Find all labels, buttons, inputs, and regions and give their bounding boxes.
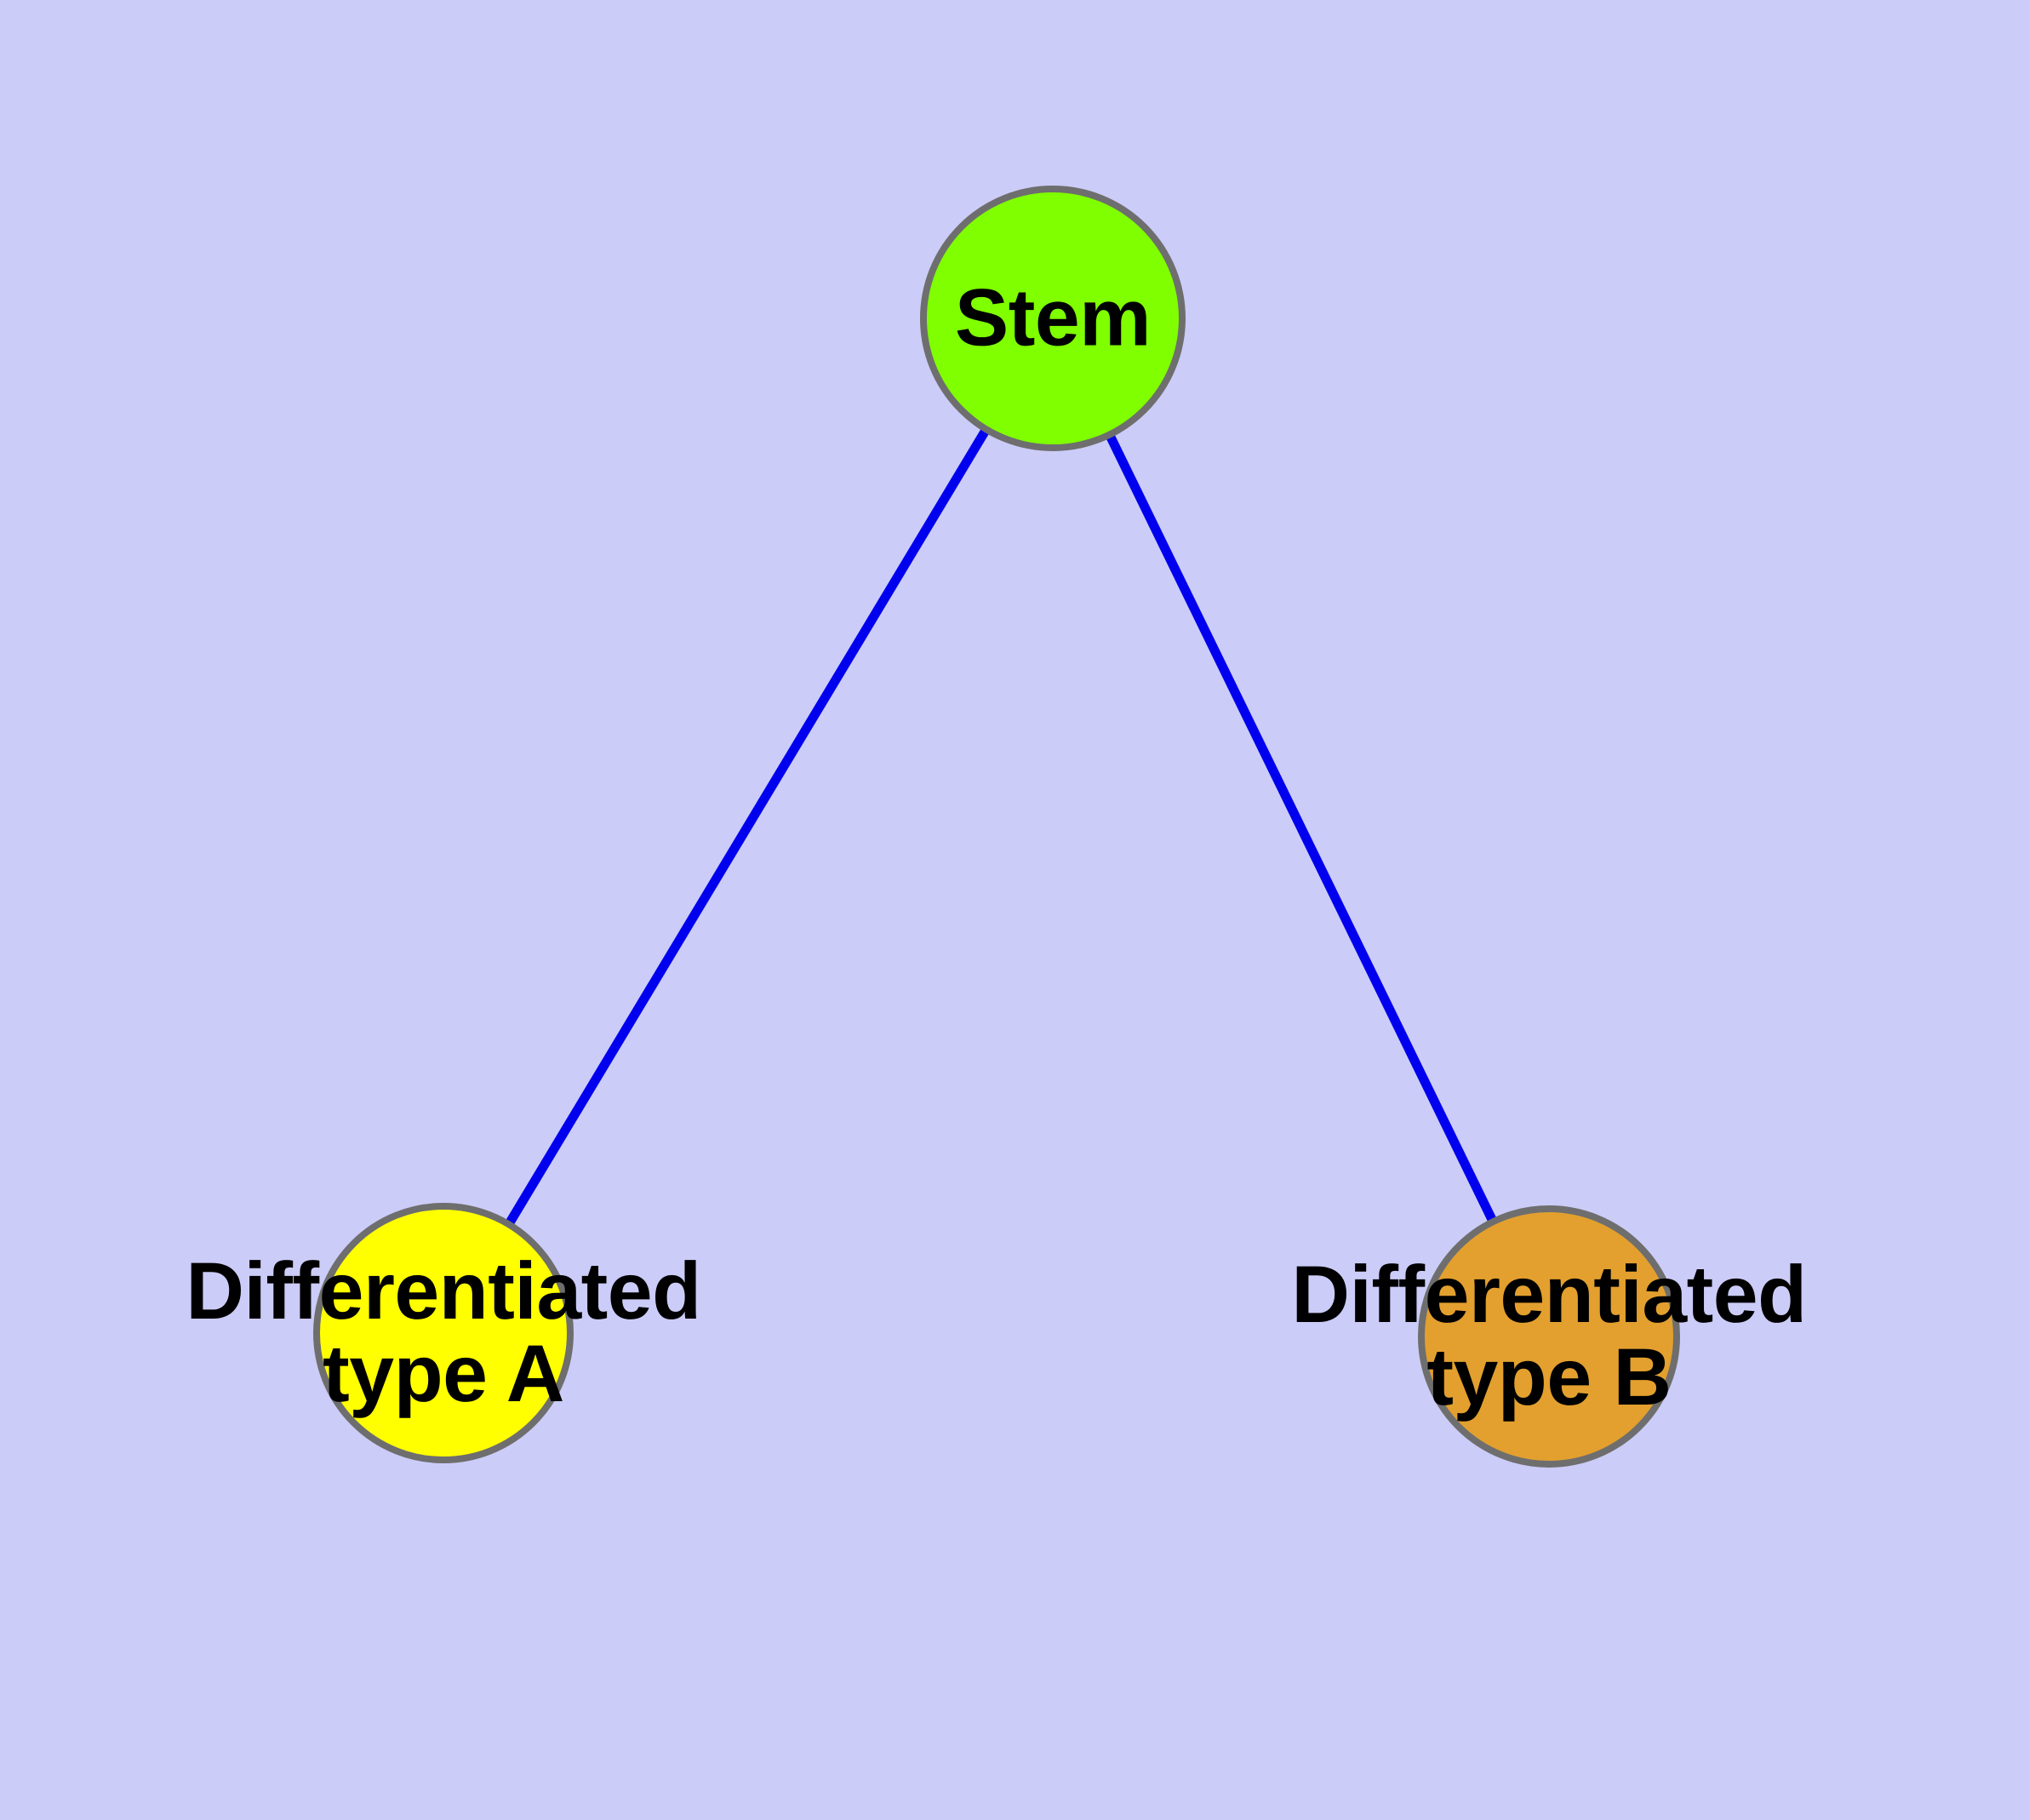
graph-edge-stem-diff_a (498, 416, 997, 1238)
graph-edge-stem-diff_b (1100, 421, 1503, 1235)
graph-node-stem[interactable] (920, 186, 1186, 451)
graph-node-diff_b[interactable] (1418, 1205, 1680, 1468)
nodes-layer (313, 186, 1680, 1468)
edges-layer (498, 416, 1503, 1238)
graph-node-diff_a[interactable] (313, 1203, 574, 1463)
